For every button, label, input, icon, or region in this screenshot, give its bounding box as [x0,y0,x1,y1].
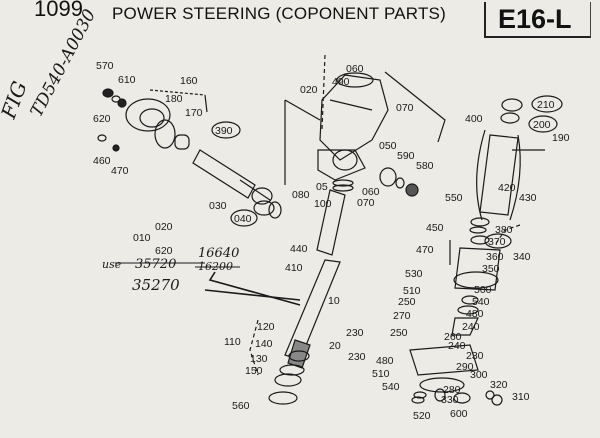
callout-label: 070 [396,102,414,114]
callout-label: 510 [372,368,390,380]
callout-label: 550 [445,192,463,204]
callout-label: 170 [185,107,203,119]
callout-label: 300 [470,369,488,381]
replacement-part-number: 35270 [132,276,180,294]
callout-label: 200 [533,119,551,131]
callout-label: 590 [397,150,415,162]
callout-label: 190 [552,132,570,144]
callout-label: 070 [357,197,375,209]
callout-label: 340 [513,251,531,263]
callout-label: 230 [346,327,364,339]
page-title: POWER STEERING (COPONENT PARTS) [112,4,446,23]
callout-label: 350 [482,263,500,275]
callout-label: 250 [390,327,408,339]
input-cover-assembly [97,88,282,219]
callout-label: 230 [466,350,484,362]
callout-label: 560 [232,400,250,412]
callout-label: 020 [300,84,318,96]
callout-label: 510 [403,285,421,297]
callout-label: 460 [93,155,111,167]
circled-callout-outline [528,115,558,133]
callout-label: 310 [512,391,530,403]
callout-label: 330 [441,394,459,406]
callout-label: 620 [93,113,111,125]
callout-label: 100 [314,198,332,210]
callout-label: 020 [155,221,173,233]
callout-label: 260 [444,331,462,343]
page-number: 1099 [34,0,83,21]
callout-label: 290 [456,361,474,373]
callout-label: 420 [498,182,516,194]
callout-label: 030 [209,200,227,212]
callout-label: 480 [466,308,484,320]
sector-shaft [204,189,346,405]
callout-label: 150 [245,365,263,377]
callout-label: 040 [234,213,252,225]
callout-label: 360 [486,251,504,263]
callout-label: 470 [416,244,434,256]
callout-label: 110 [224,336,241,348]
callout-label: 440 [290,243,308,255]
callout-label: 470 [111,165,129,177]
new-part-number: 16640 [198,246,239,261]
callout-label: 160 [180,75,198,87]
callout-label: 180 [165,93,183,105]
callout-label: 480 [376,355,394,367]
callout-label: 370 [488,236,506,248]
callout-label: 120 [257,321,275,333]
callout-label: 540 [472,296,490,308]
struck-old-number: 35720 [135,257,176,272]
callout-label: 580 [416,160,434,172]
diagram-code-box [484,2,591,38]
callout-label: 540 [382,381,400,393]
callout-label: 060 [346,63,364,75]
callout-label: 390 [215,125,233,137]
handwritten-part-number: TD540-A0030 [27,6,100,120]
callout-label: 230 [348,351,366,363]
callout-label: 240 [448,340,466,352]
callout-label: 500 [474,284,492,296]
callout-label: 270 [393,310,411,322]
diagram-code: E16-L [498,4,572,34]
callout-label: 380 [495,224,513,236]
circled-callout-outline [230,209,258,227]
handwritten-use-note: use [102,258,122,271]
callout-label: 450 [426,222,444,234]
callout-label: 530 [405,268,423,280]
callout-label: 140 [255,338,273,350]
callout-label: 620 [155,245,173,257]
callout-label: 010 [133,232,151,244]
callout-label: 080 [292,189,310,201]
callout-label: 430 [519,192,537,204]
callout-label: 520 [413,410,431,422]
callout-label: 10 [328,295,340,307]
callout-label: 280 [443,384,461,396]
callout-label: 410 [285,262,303,274]
callout-label: 250 [398,296,416,308]
callout-label: 130 [250,353,268,365]
callout-label: 320 [490,379,508,391]
struck-number: 16200 [198,260,233,273]
hand-arrow [208,271,301,306]
callout-label: 05 [316,181,328,193]
callout-label: 400 [465,113,483,125]
fig-label: FIG [0,78,32,123]
callout-label: 060 [362,186,380,198]
callout-label: 490 [332,76,350,88]
gearbox-housing [284,54,446,197]
circled-callout-outline [531,95,563,113]
callout-label: 570 [96,60,114,72]
callout-label: 20 [329,340,341,352]
callout-label: 240 [462,321,480,333]
callout-label: 210 [537,99,555,111]
callout-label: 050 [379,140,397,152]
callout-label: 600 [450,408,468,420]
callout-label: 610 [118,74,136,86]
circled-callout-outline [484,233,512,249]
valve-column-assembly [409,98,545,406]
circled-callout-outline [211,121,241,139]
